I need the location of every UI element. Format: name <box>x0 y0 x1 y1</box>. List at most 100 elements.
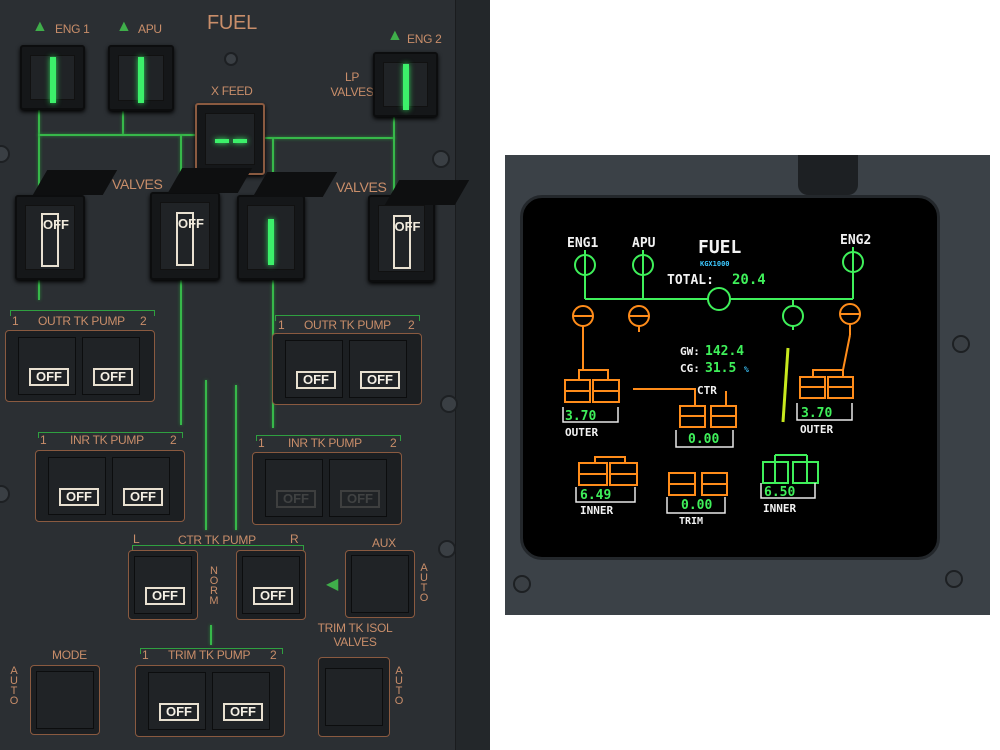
fuel-line <box>180 135 182 425</box>
inr-tk-pump-label: INR TK PUMP <box>70 433 144 447</box>
right-outer-tank-pumps: OFF OFF <box>272 333 422 405</box>
right-inner-pump-2-button[interactable]: OFF <box>329 459 387 517</box>
ctr-right-pump-group: OFF <box>236 550 306 620</box>
screw <box>432 150 450 168</box>
off-indicator: OFF <box>123 488 163 506</box>
pump-1-label: 1 <box>278 318 285 332</box>
arrow-up-icon: ▲ <box>116 18 132 35</box>
crossfeed-valve-icon <box>707 287 731 311</box>
eng2-lp-valve-icon <box>842 251 864 273</box>
ctr-left-pump-button[interactable]: OFF <box>134 556 192 614</box>
switch-guard[interactable] <box>252 172 338 197</box>
total-fuel-value: 20.4 <box>732 272 766 288</box>
outr-tk-pump-label: OUTR TK PUMP <box>38 314 125 328</box>
switch-guard[interactable] <box>384 180 470 205</box>
left-inner-label: INNER <box>580 504 613 517</box>
aux-label: AUX <box>372 536 396 550</box>
screw <box>513 575 531 593</box>
trim-isol-group <box>318 657 390 737</box>
arrow-up-icon: ▲ <box>32 18 48 35</box>
left-inner-tank-pumps: OFF OFF <box>35 450 185 522</box>
ecam-apu-label: APU <box>632 236 656 251</box>
center-valve-guarded-switch[interactable] <box>237 195 305 280</box>
left-outer-tank-icon <box>564 379 620 403</box>
apu-valve-icon <box>632 254 654 276</box>
valves-label-right: VALVES <box>336 179 387 195</box>
brightness-knob[interactable] <box>798 155 858 195</box>
ctr-tk-pump-label: CTR TK PUMP <box>178 533 256 547</box>
apu-lp-valve-switch[interactable] <box>108 45 174 111</box>
eng2-hp-valve-guarded-switch[interactable]: OFF <box>368 195 435 282</box>
center-valve-icon <box>782 305 804 327</box>
fuel-synoptic: ENG1 APU ENG2 FUEL KGX1000 TOTAL: 20.4 G… <box>562 233 871 527</box>
ctr-l-label: L <box>133 532 140 546</box>
left-outer-value: 3.70 <box>565 409 596 424</box>
right-outer-pump-2-button[interactable]: OFF <box>349 340 407 398</box>
fuel-line <box>265 137 395 139</box>
cg-label: CG: <box>680 362 700 375</box>
center-tank-icon <box>679 405 737 428</box>
fuel-line <box>235 385 237 530</box>
off-indicator: OFF <box>176 212 204 266</box>
x-feed-label: X FEED <box>211 84 253 98</box>
off-indicator: OFF <box>340 490 380 508</box>
fuel-line <box>122 110 124 135</box>
apu-valve-guarded-switch[interactable]: OFF <box>150 192 220 280</box>
eng1-lp-valve-switch[interactable] <box>20 45 85 110</box>
right-inner-pump-1-button[interactable]: OFF <box>265 459 323 517</box>
left-inner-pump-2-button[interactable]: OFF <box>112 457 170 515</box>
ecam-fuel-page: ENG1 APU ENG2 FUEL KGX1000 TOTAL: 20.4 G… <box>520 195 940 560</box>
left-outer-pump-1-button[interactable]: OFF <box>18 337 76 395</box>
off-indicator: OFF <box>253 587 293 605</box>
eng1-hp-valve-guarded-switch[interactable]: OFF <box>15 195 85 280</box>
switch-guard[interactable] <box>32 170 118 195</box>
right-outer-value: 3.70 <box>801 406 832 421</box>
screw <box>0 485 10 503</box>
off-indicator: OFF <box>41 213 69 267</box>
apu-label: APU <box>138 22 162 36</box>
trim-isol-valve-button[interactable] <box>325 668 383 726</box>
pump-1-label: 1 <box>12 314 19 328</box>
aux-pump-button[interactable] <box>351 555 409 613</box>
eng2-label: ENG 2 <box>407 32 442 46</box>
aux-pump-group <box>345 550 415 618</box>
gw-value: 142.4 <box>705 344 744 359</box>
fuel-line <box>205 380 207 530</box>
mode-label: MODE <box>52 648 87 662</box>
left-inner-tank-icon <box>578 462 638 486</box>
pump-2-label: 2 <box>408 318 415 332</box>
x-feed-switch[interactable] <box>195 103 265 175</box>
off-indicator: OFF <box>360 371 400 389</box>
left-outer-pump-2-button[interactable]: OFF <box>82 337 140 395</box>
valves-label-left: VALVES <box>112 176 163 192</box>
auto-label: AUTO <box>393 665 405 705</box>
right-inner-tank-icon <box>762 454 819 484</box>
right-outer-pump-1-button[interactable]: OFF <box>285 340 343 398</box>
mode-group <box>30 665 100 735</box>
fuel-line <box>38 134 198 136</box>
cg-unit: % <box>744 365 749 374</box>
pump-2-label: 2 <box>140 314 147 328</box>
ctr-right-pump-button[interactable]: OFF <box>242 556 300 614</box>
off-indicator: OFF <box>159 703 199 721</box>
eng2-lp-valve-switch[interactable] <box>373 52 438 117</box>
left-inner-pump-1-button[interactable]: OFF <box>48 457 106 515</box>
right-inner-label: INNER <box>763 502 796 515</box>
pump-2-label: 2 <box>170 433 177 447</box>
ctr-left-pump-group: OFF <box>128 550 198 620</box>
screw <box>440 395 458 413</box>
mode-button[interactable] <box>36 671 94 729</box>
trim-tank-pumps: OFF OFF <box>135 665 285 737</box>
gw-label: GW: <box>680 345 700 358</box>
screw <box>952 335 970 353</box>
screw <box>438 540 456 558</box>
total-label: TOTAL: <box>667 273 714 288</box>
off-indicator: OFF <box>392 215 421 269</box>
trim-pump-1-button[interactable]: OFF <box>148 672 206 730</box>
switch-guard[interactable] <box>167 168 253 193</box>
trim-pump-2-button[interactable]: OFF <box>212 672 270 730</box>
trim-tk-pump-label: TRIM TK PUMP <box>168 648 251 662</box>
cg-value: 31.5 <box>705 361 736 376</box>
eng1-lp-valve-icon <box>574 254 596 276</box>
right-outer-label: OUTER <box>800 423 833 436</box>
